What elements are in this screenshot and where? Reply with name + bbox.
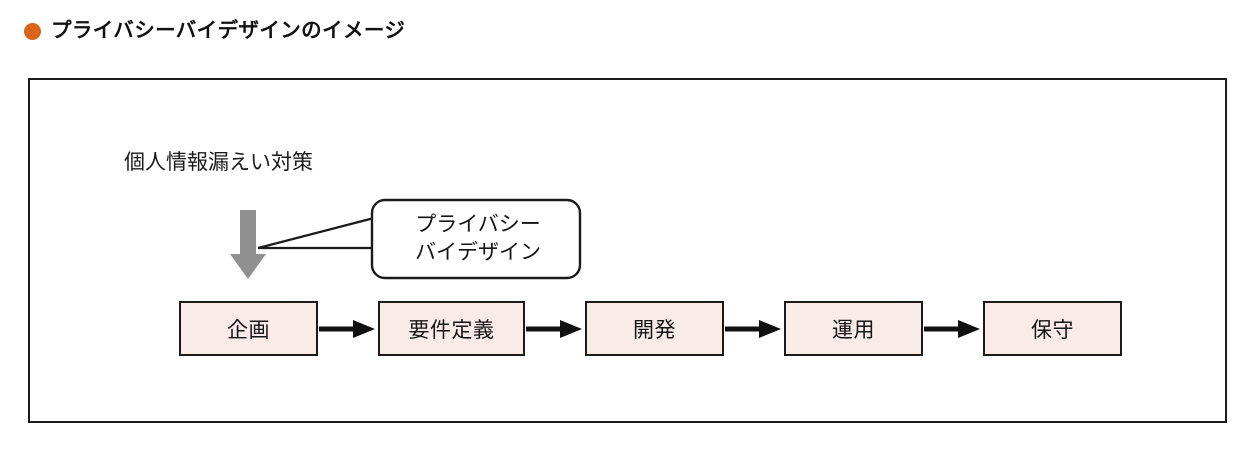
filled-circle-bullet-icon <box>24 22 41 40</box>
flow-step-unyou[interactable]: 運用 <box>784 301 923 356</box>
privacy-by-design-callout: プライバシー バイデザイン <box>258 196 584 282</box>
page-title: プライバシーバイデザインのイメージ <box>51 18 406 42</box>
flow-step-youken-teigi[interactable]: 要件定義 <box>378 301 525 356</box>
measure-label: 個人情報漏えい対策 <box>124 151 313 174</box>
right-arrow-icon <box>923 318 983 340</box>
flow-step-kikaku[interactable]: 企画 <box>179 301 318 356</box>
down-arrow-icon <box>229 210 267 280</box>
page-heading: プライバシーバイデザインのイメージ <box>24 16 405 46</box>
right-arrow-icon <box>525 318 585 340</box>
process-flow: 企画 要件定義 開発 運用 保守 <box>179 301 1122 356</box>
diagram-frame <box>28 78 1227 423</box>
flow-step-kaihatsu[interactable]: 開発 <box>585 301 724 356</box>
right-arrow-icon <box>318 318 378 340</box>
flow-step-hoshu[interactable]: 保守 <box>983 301 1122 356</box>
right-arrow-icon <box>724 318 784 340</box>
